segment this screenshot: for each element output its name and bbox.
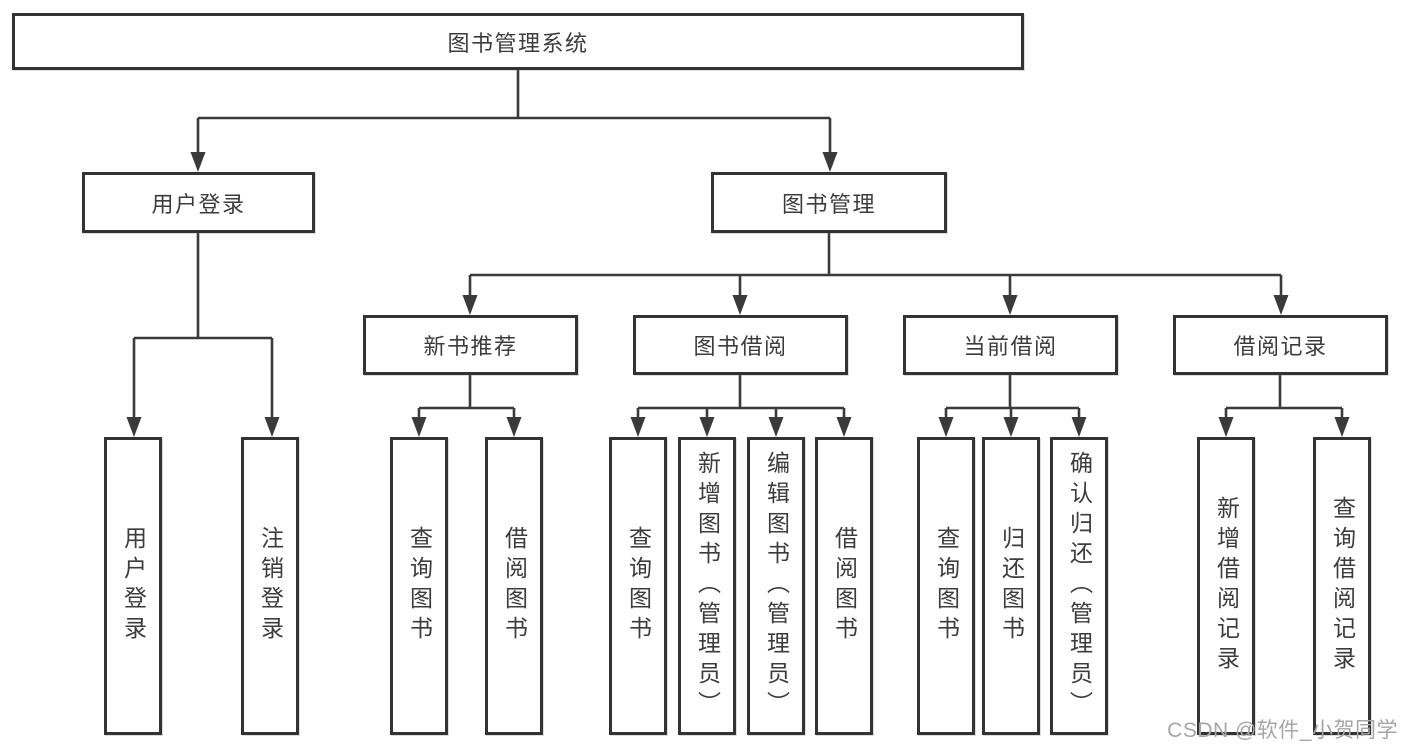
arrow-head [1273, 295, 1289, 315]
node-borrow-books-recommend: 借阅图书 [485, 437, 543, 735]
arrow-head [506, 417, 522, 437]
arrow-head [836, 417, 852, 437]
node-borrowing-records: 借阅记录 [1173, 315, 1388, 375]
node-current-borrowing: 当前借阅 [903, 315, 1118, 375]
node-library-system: 图书管理系统 [12, 13, 1024, 70]
arrow-head [1071, 417, 1087, 437]
node-edit-book-admin: 编辑图书（管理员） [747, 437, 805, 735]
node-new-book-recommendation: 新书推荐 [363, 315, 578, 375]
arrow-head [1218, 417, 1234, 437]
arrow-head [938, 417, 954, 437]
node-return-book: 归还图书 [982, 437, 1040, 735]
arrow-head [126, 417, 142, 437]
arrow-head [1334, 417, 1350, 437]
node-query-books-recommend: 查询图书 [390, 437, 448, 735]
arrow-head [411, 417, 427, 437]
arrow-head [699, 417, 715, 437]
node-query-books-current: 查询图书 [917, 437, 975, 735]
arrow-head [1002, 295, 1018, 315]
node-logout-action: 注销登录 [241, 437, 299, 735]
node-book-borrowing: 图书借阅 [633, 315, 848, 375]
node-query-books-borrowing: 查询图书 [609, 437, 667, 735]
node-user-login-action: 用户登录 [104, 437, 162, 735]
arrow-head [190, 152, 206, 172]
arrow-head [264, 417, 280, 437]
arrow-head [768, 417, 784, 437]
node-borrow-books-action: 借阅图书 [815, 437, 873, 735]
arrow-head [1003, 417, 1019, 437]
node-add-book-admin: 新增图书（管理员） [678, 437, 736, 735]
node-add-borrow-record: 新增借阅记录 [1197, 437, 1255, 735]
arrow-head [462, 295, 478, 315]
node-user-login: 用户登录 [82, 172, 315, 233]
csdn-watermark: CSDN @软件_小贺同学 [1167, 719, 1398, 742]
arrow-head [630, 417, 646, 437]
arrow-head [822, 152, 838, 172]
arrow-head [732, 295, 748, 315]
node-confirm-return-admin: 确认归还（管理员） [1050, 437, 1108, 735]
node-book-management: 图书管理 [711, 172, 947, 233]
node-query-borrow-record: 查询借阅记录 [1313, 437, 1371, 735]
